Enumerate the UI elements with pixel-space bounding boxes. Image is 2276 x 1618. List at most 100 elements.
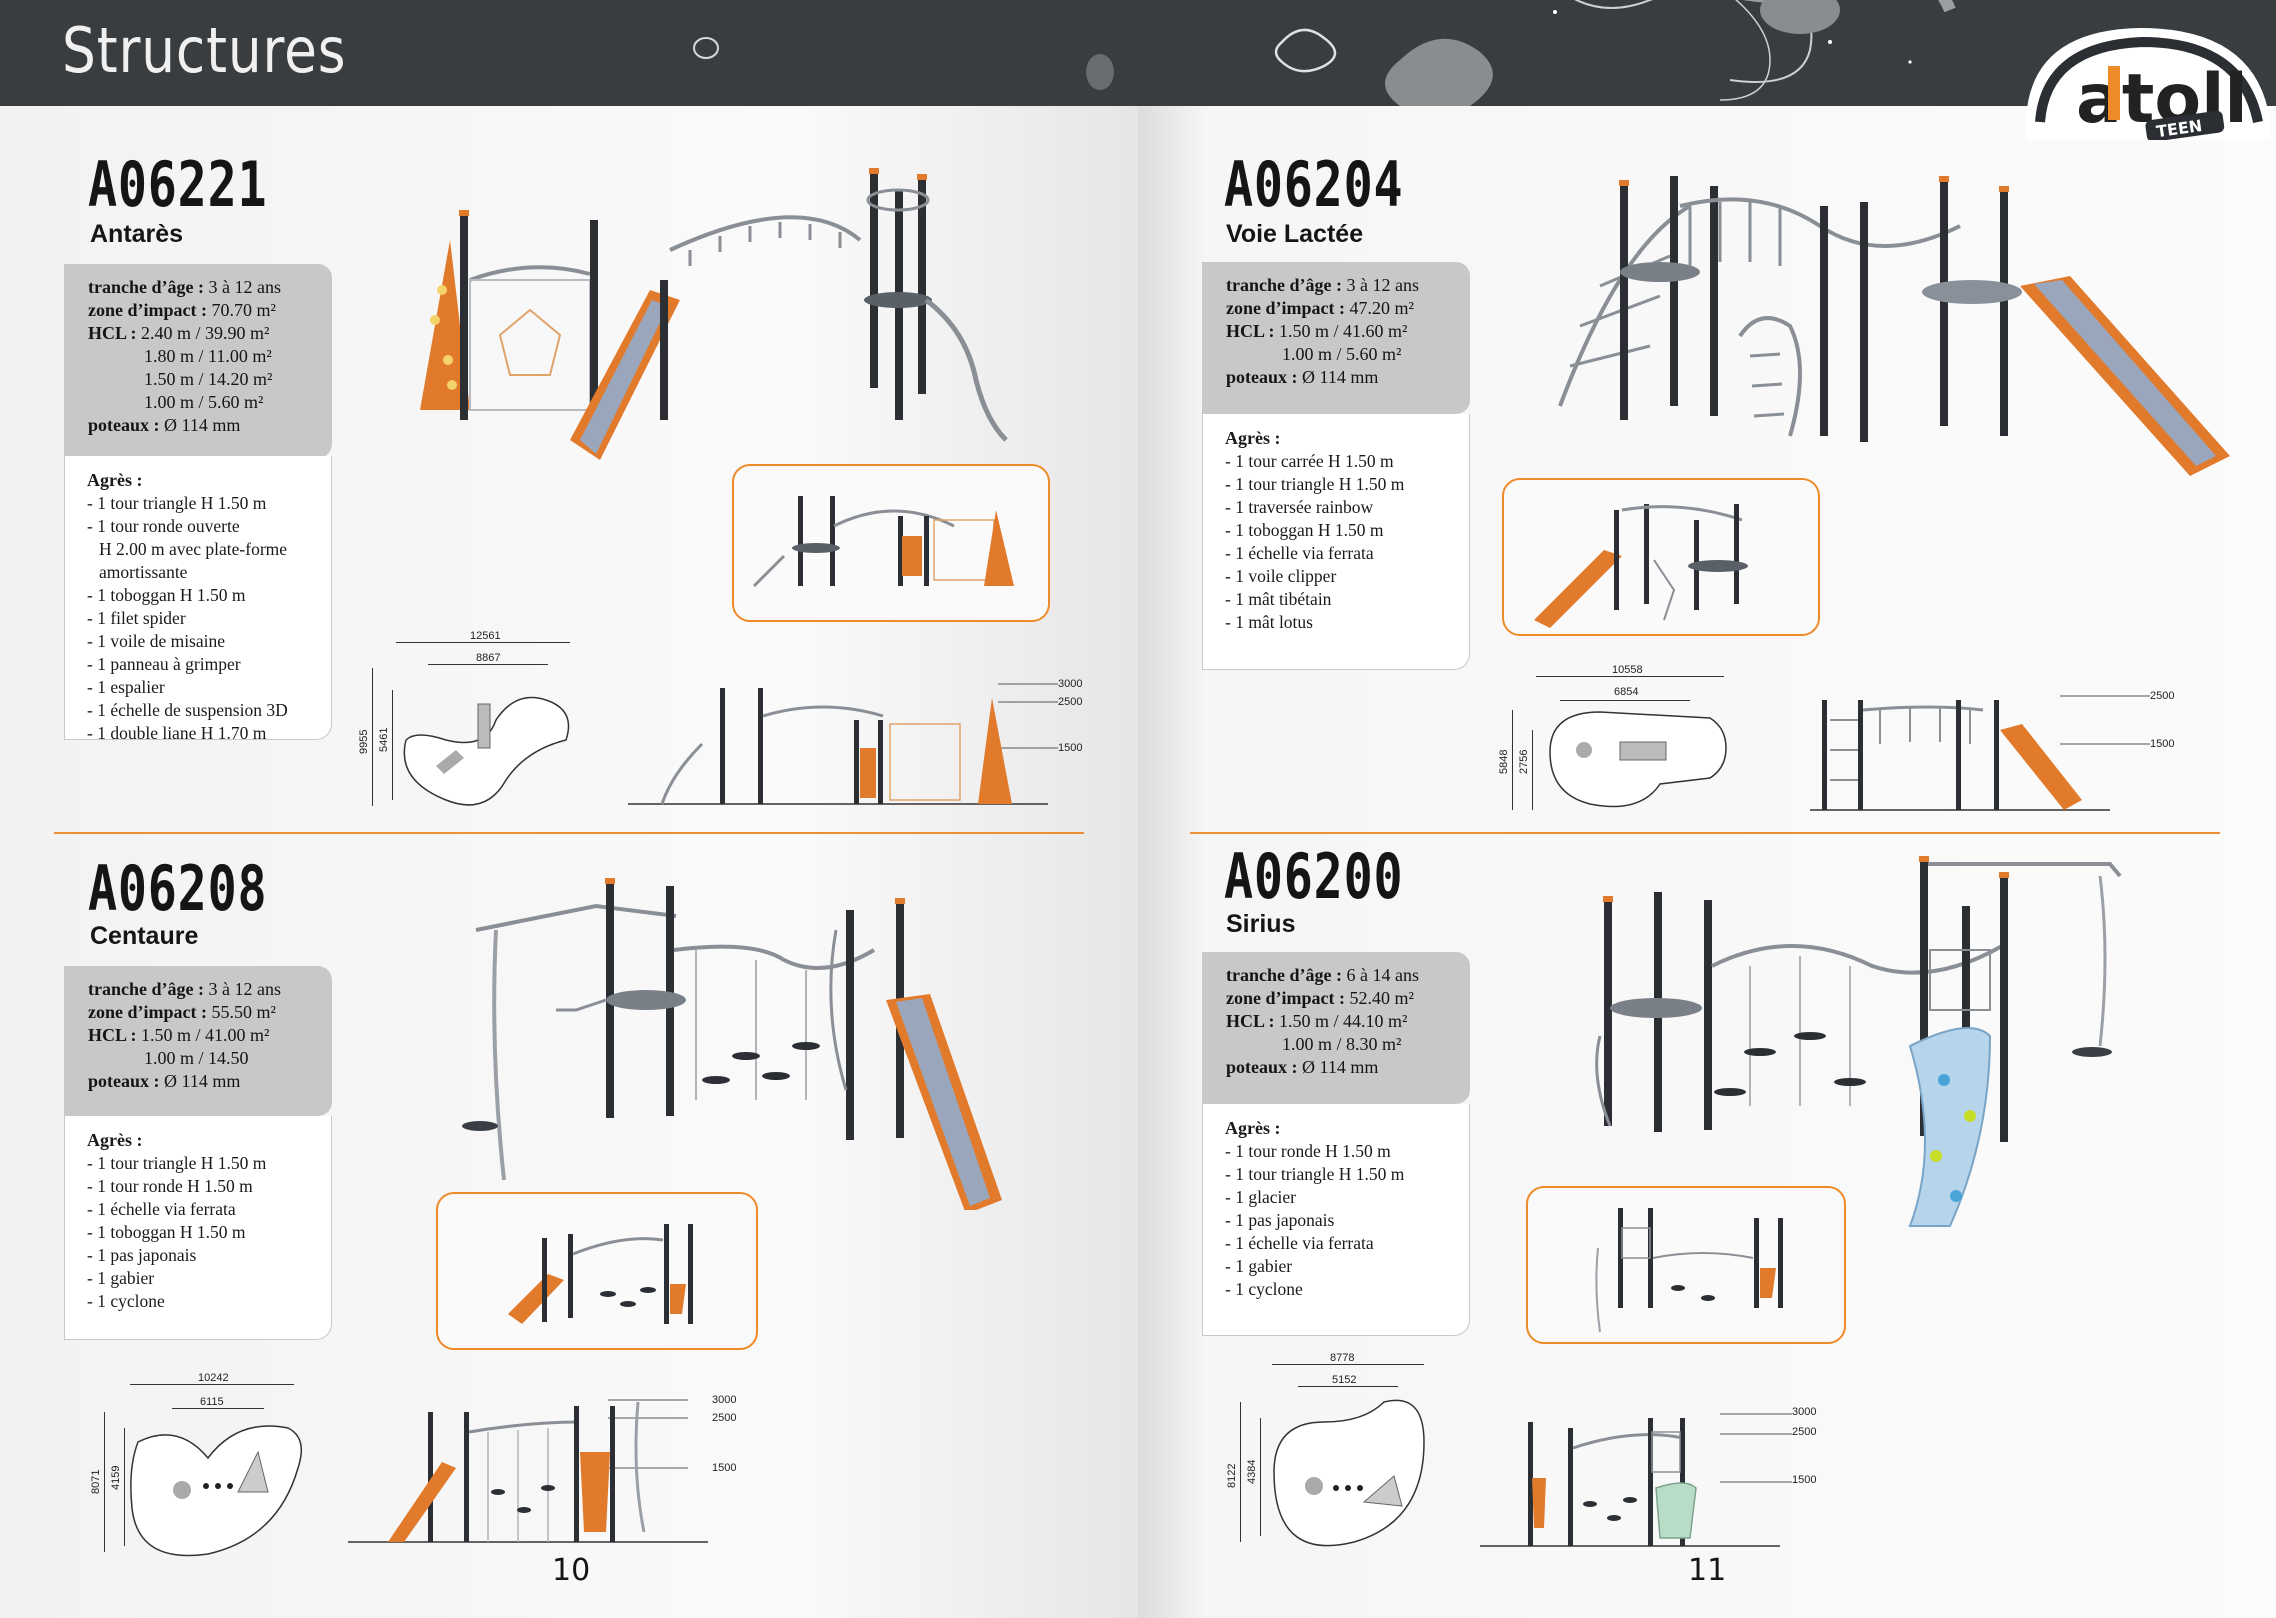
dim-line — [124, 1428, 125, 1546]
dim-line — [1512, 710, 1513, 810]
dim-line — [428, 664, 548, 665]
spec-impact: zone d’impact : 70.70 m² — [88, 300, 276, 320]
structure-render — [420, 168, 1008, 460]
agres-item: - 1 traversée rainbow — [1225, 497, 1374, 517]
dim-line — [1532, 730, 1533, 810]
dim-line — [172, 1408, 264, 1409]
agres-item: - 1 tour triangle H 1.50 m — [1225, 474, 1405, 494]
spec-impact: zone d’impact : 47.20 m² — [1226, 298, 1414, 318]
agres-box: Agrès : - 1 tour carrée H 1.50 m - 1 tou… — [1202, 414, 1470, 670]
dim-width-inner: 6854 — [1614, 686, 1639, 698]
spec-hcl: HCL : 1.50 m / 44.10 m² — [1226, 1011, 1408, 1031]
spec-age: tranche d’âge : 6 à 14 ans — [1226, 965, 1419, 985]
spec-hcl: HCL : 1.50 m / 41.60 m² — [1226, 321, 1408, 341]
plan-outline — [403, 696, 570, 806]
agres-item: - 1 mât lotus — [1225, 612, 1313, 632]
product-name: Centaure — [90, 922, 199, 950]
agres-item: - 1 voile de misaine — [87, 631, 226, 651]
dim-depth-inner: 2756 — [1518, 749, 1530, 774]
dim-line — [130, 1384, 294, 1385]
agres-item: - 1 toboggan H 1.50 m — [87, 585, 246, 605]
spec-posts: poteaux : Ø 114 mm — [88, 1071, 241, 1091]
elev-2500: 2500 — [2150, 690, 2175, 702]
dim-depth-inner: 4159 — [110, 1465, 122, 1490]
agres-title: Agrès : — [87, 470, 143, 490]
agres-item: - 1 cyclone — [87, 1291, 165, 1311]
agres-item: - 1 pas japonais — [1225, 1210, 1335, 1230]
dim-line — [1298, 1386, 1398, 1387]
elevation-view — [628, 683, 1058, 805]
page-number-right: 11 — [1688, 1553, 1727, 1588]
agres-item: - 1 cyclone — [1225, 1279, 1303, 1299]
agres-item: - 1 toboggan H 1.50 m — [1225, 520, 1384, 540]
page-number-left: 10 — [552, 1553, 591, 1588]
dim-width-outer: 10242 — [198, 1372, 229, 1384]
product-code: A06221 — [88, 148, 268, 221]
agres-item: - 1 tour triangle H 1.50 m — [1225, 1164, 1405, 1184]
agres-item: - 1 double liane H 1.70 m — [87, 723, 267, 743]
structure-render — [1595, 856, 2122, 1227]
agres-item: - 1 glacier — [1225, 1187, 1296, 1207]
agres-item: - 1 échelle via ferrata — [1225, 543, 1374, 563]
spec-impact: zone d’impact : 55.50 m² — [88, 1002, 276, 1022]
spec-age: tranche d’âge : 3 à 12 ans — [88, 979, 281, 999]
agres-item: - 1 tour triangle H 1.50 m — [87, 493, 267, 513]
inset-render — [752, 496, 1014, 588]
agres-title: Agrès : — [87, 1130, 143, 1150]
elevation-view — [348, 1399, 708, 1543]
dim-depth-outer: 5848 — [1498, 749, 1510, 774]
agres-box: Agrès : - 1 tour triangle H 1.50 m - 1 t… — [64, 1116, 332, 1340]
agres-box: Agrès : - 1 tour ronde H 1.50 m - 1 tour… — [1202, 1104, 1470, 1336]
agres-box: Agrès : - 1 tour triangle H 1.50 m - 1 t… — [64, 456, 332, 743]
agres-item: - 1 tour ronde ouverte — [87, 516, 240, 536]
dim-width-outer: 12561 — [470, 630, 501, 642]
agres-item: - 1 gabier — [87, 1268, 155, 1288]
dim-line — [396, 642, 570, 643]
plan-outline — [1273, 1399, 1425, 1547]
inset-render — [1595, 1208, 1783, 1333]
elev-2500: 2500 — [1058, 696, 1083, 708]
agres-item: - 1 échelle via ferrata — [1225, 1233, 1374, 1253]
agres-item: - 1 espalier — [87, 677, 165, 697]
elev-1500: 1500 — [712, 1462, 737, 1474]
elev-1500: 1500 — [1058, 742, 1083, 754]
dim-width-inner: 5152 — [1332, 1374, 1357, 1386]
header-bar: Structures — [0, 0, 2276, 106]
product-code: A06200 — [1224, 840, 1404, 913]
spec-box: tranche d’âge : 3 à 12 ans zone d’impact… — [1202, 262, 1470, 414]
agres-item: - 1 filet spider — [87, 608, 186, 628]
dim-depth-outer: 8122 — [1226, 1463, 1238, 1488]
dim-depth-inner: 5461 — [378, 727, 390, 752]
spec-box: tranche d’âge : 6 à 14 ans zone d’impact… — [1202, 952, 1470, 1104]
dim-width-inner: 6115 — [200, 1396, 224, 1408]
product-code: A06208 — [88, 852, 268, 925]
inset-view — [436, 1192, 758, 1350]
agres-item: - 1 tour triangle H 1.50 m — [87, 1153, 267, 1173]
inset-view — [1526, 1186, 1846, 1344]
elev-1500: 1500 — [1792, 1474, 1817, 1486]
spec-hcl-4: 1.00 m / 5.60 m² — [144, 392, 264, 412]
elev-2500: 2500 — [712, 1412, 737, 1424]
spec-hcl-2: 1.80 m / 11.00 m² — [144, 346, 272, 366]
spec-posts: poteaux : Ø 114 mm — [1226, 367, 1379, 387]
agres-item: - 1 mât tibétain — [1225, 589, 1332, 609]
dim-line — [1272, 1364, 1424, 1365]
spec-age: tranche d’âge : 3 à 12 ans — [1226, 275, 1419, 295]
agres-item: - 1 tour ronde H 1.50 m — [1225, 1141, 1391, 1161]
agres-item: - 1 échelle via ferrata — [87, 1199, 236, 1219]
spec-hcl-2: 1.00 m / 14.50 — [144, 1048, 249, 1068]
elevation-view — [1480, 1413, 1792, 1547]
agres-item: - 1 panneau à grimper — [87, 654, 241, 674]
agres-item: - 1 tour carrée H 1.50 m — [1225, 451, 1394, 471]
spec-posts: poteaux : Ø 114 mm — [1226, 1057, 1379, 1077]
dim-line — [1240, 1402, 1241, 1542]
section-divider — [1190, 832, 2220, 834]
dim-line — [1536, 676, 1724, 677]
elev-3000: 3000 — [712, 1394, 737, 1406]
inset-view — [1502, 478, 1820, 636]
spec-hcl-2: 1.00 m / 5.60 m² — [1282, 344, 1402, 364]
spec-hcl-3: 1.50 m / 14.20 m² — [144, 369, 273, 389]
elev-2500: 2500 — [1792, 1426, 1817, 1438]
agres-item: - 1 pas japonais — [87, 1245, 197, 1265]
